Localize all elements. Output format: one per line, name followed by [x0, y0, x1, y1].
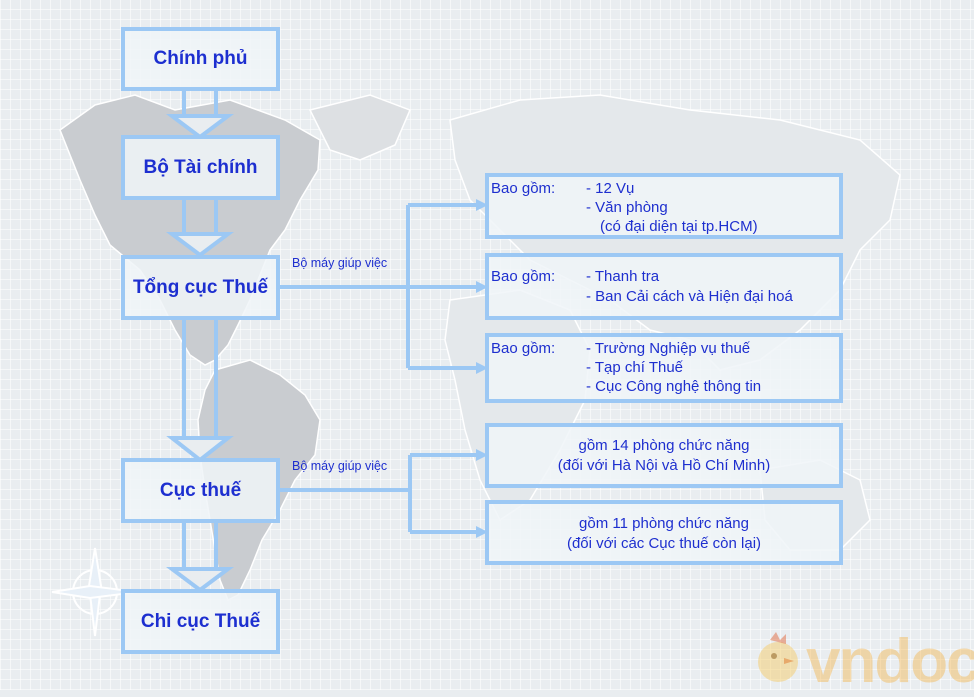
- unit-box-11-phong: gồm 11 phòng chức năng (đối với các Cục …: [485, 500, 843, 565]
- unit-prefix: Bao gồm:: [491, 268, 556, 285]
- connector-label-tong-cuc: Bộ máy giúp việc: [292, 256, 388, 270]
- unit-box-truong-nghiep-vu: Bao gồm: - Trường Nghiệp vụ thuế - Tạp c…: [485, 333, 843, 403]
- main-connector-lines: [166, 90, 234, 593]
- label-chinh-phu: Chính phủ: [153, 48, 248, 69]
- tong-cuc-branch-lines: [280, 203, 478, 370]
- unit-line: - Cục Công nghệ thông tin: [586, 378, 762, 395]
- chick-mascot-icon: [758, 632, 798, 682]
- label-chi-cuc-thue: Chi cục Thuế: [140, 610, 261, 632]
- unit-line: gồm 14 phòng chức năng: [578, 437, 750, 454]
- unit-box-thanh-tra: Bao gồm: - Thanh tra - Ban Cải cách và H…: [485, 253, 843, 320]
- box-bo-tai-chinh: Bộ Tài chính: [121, 135, 280, 200]
- box-chi-cuc-thue: Chi cục Thuế: [121, 589, 280, 654]
- unit-line: (đối với các Cục thuế còn lại): [566, 535, 762, 552]
- compass-rose-icon: [51, 547, 139, 637]
- cuc-branch-lines: [280, 453, 478, 534]
- unit-line: - 12 Vụ: [586, 180, 635, 197]
- unit-box-14-phong: gồm 14 phòng chức năng (đối với Hà Nội v…: [485, 423, 843, 488]
- unit-line: (có đại diện tại tp.HCM): [600, 218, 758, 235]
- tong-cuc-branch-arrows: [476, 199, 488, 374]
- label-cuc-thue: Cục thuế: [159, 479, 242, 501]
- unit-line: (đối với Hà Nội và Hồ Chí Minh): [557, 457, 771, 474]
- box-tong-cuc-thue: Tổng cục Thuế: [121, 255, 280, 320]
- connector-label-cuc: Bộ máy giúp việc: [292, 459, 388, 473]
- label-bo-tai-chinh: Bộ Tài chính: [143, 156, 258, 178]
- unit-line: - Trường Nghiệp vụ thuế: [586, 340, 751, 357]
- unit-line: - Thanh tra: [586, 268, 660, 285]
- unit-line: - Ban Cải cách và Hiện đại hoá: [586, 288, 793, 305]
- unit-prefix: Bao gồm:: [491, 180, 556, 197]
- box-chinh-phu: Chính phủ: [121, 27, 280, 91]
- label-tong-cuc-thue: Tổng cục Thuế: [132, 276, 269, 298]
- unit-line: - Tạp chí Thuế: [586, 359, 684, 376]
- greenland-shape: [308, 94, 411, 161]
- box-cuc-thue: Cục thuế: [121, 458, 280, 523]
- cuc-branch-arrows: [476, 449, 488, 538]
- unit-prefix: Bao gồm:: [491, 340, 556, 357]
- unit-box-vu-van-phong: Bao gồm: - 12 Vụ - Văn phòng (có đại diệ…: [485, 173, 843, 239]
- unit-line: - Văn phòng: [586, 199, 668, 216]
- watermark-logo: vndoc: [806, 627, 974, 696]
- unit-line: gồm 11 phòng chức năng: [579, 515, 749, 532]
